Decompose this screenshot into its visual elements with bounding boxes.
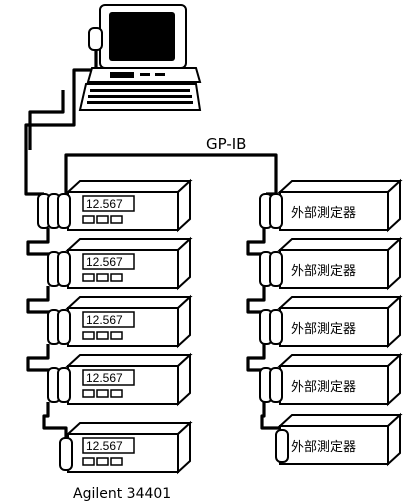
connector [57, 193, 71, 229]
connector [269, 309, 283, 345]
connector [269, 251, 283, 287]
connector [57, 367, 71, 403]
connector [59, 437, 73, 471]
external-instrument-body [279, 249, 389, 289]
meter-reading: 12.567 [86, 371, 123, 385]
meter-reading: 12.567 [86, 197, 123, 211]
meter-reading: 12.567 [86, 439, 123, 453]
meter-reading: 12.567 [86, 255, 123, 269]
external-instrument-body [279, 191, 389, 231]
external-instrument: 外部測定器 [259, 294, 403, 349]
external-instrument-label: 外部測定器 [291, 440, 356, 455]
external-instrument: 外部測定器 [259, 352, 403, 407]
connector [269, 367, 283, 403]
external-instrument-label: 外部測定器 [291, 322, 356, 337]
computer-connector [88, 27, 103, 51]
external-instrument: 外部測定器 [275, 412, 403, 467]
external-instrument: 外部測定器 [259, 236, 403, 291]
meter-body [65, 180, 193, 193]
external-instrument: 外部測定器 [259, 178, 403, 233]
meter-display [82, 195, 135, 212]
meter-body [65, 238, 193, 251]
computer-screen [109, 12, 175, 61]
meter-body [65, 296, 193, 309]
instrument-caption: Agilent 34401 [73, 486, 171, 502]
external-instrument-body [279, 425, 389, 465]
meter-unit: 12.567 [47, 236, 193, 291]
connector [57, 251, 71, 287]
meter-reading: 12.567 [86, 313, 123, 327]
meter-unit: 12.567 [59, 420, 193, 475]
meter-body [65, 422, 193, 435]
gpib-bus-label: GP-IB [206, 135, 246, 153]
meter-body [65, 354, 193, 367]
meter-display [82, 369, 135, 386]
connector [275, 429, 289, 463]
meter-display [82, 437, 135, 454]
meter-display [82, 253, 135, 270]
connector [57, 309, 71, 345]
meter-unit: 12.567 [37, 178, 193, 233]
connector [269, 193, 283, 229]
meter-unit: 12.567 [47, 352, 193, 407]
external-instrument-label: 外部測定器 [291, 264, 356, 279]
gpib-cables [24, 48, 284, 443]
computer [78, 4, 202, 111]
meter-unit: 12.567 [47, 294, 193, 349]
external-instrument-label: 外部測定器 [291, 380, 356, 395]
external-instrument-label: 外部測定器 [291, 206, 356, 221]
meter-display [82, 311, 135, 328]
